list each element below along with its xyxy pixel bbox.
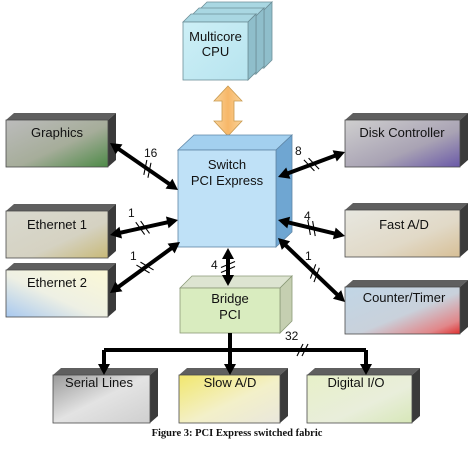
fast-ad-link-head-start: [332, 227, 345, 240]
counter-timer-node: Counter/Timer: [344, 280, 468, 335]
pci-bus-lane-tick-1: [296, 343, 304, 357]
digital-io-link-head-end: [360, 364, 372, 375]
disk-controller-link-head-end: [278, 167, 291, 179]
graphics-link-head-start: [110, 143, 123, 155]
fast-ad-link-line: [286, 220, 337, 236]
switch-bridge-link-lane-tick-1: [220, 260, 236, 269]
ethernet1-node: Ethernet 1: [5, 204, 116, 259]
ethernet1-link-lane-tick-1: [135, 221, 146, 235]
lanes-ethernet1-label: 1: [128, 206, 135, 220]
ethernet1-link-head-start: [110, 226, 123, 239]
disk-controller-link-line: [285, 153, 338, 176]
counter-timer-label: Counter/Timer: [363, 290, 446, 305]
cpu-stack-front: Multicore CPU: [182, 13, 257, 81]
counter-timer-link-lane-tick-1: [313, 267, 320, 283]
fast-ad-link-lane-tick-2: [307, 219, 311, 236]
switch-bridge-link-head-end: [222, 275, 234, 286]
ethernet2-link-head-end: [167, 242, 180, 254]
ethernet2-link-lane-tick-2: [140, 261, 154, 271]
bridge-node: Bridge PCI: [179, 275, 293, 334]
counter-timer-link-head-end: [278, 238, 291, 250]
slow-ad-link-head-end: [224, 364, 236, 375]
ethernet2-link-lane-tick-1: [136, 264, 150, 274]
ethernet1-link-lane-tick-2: [140, 220, 150, 234]
fast-ad-node: Fast A/D: [344, 203, 468, 258]
ethernet2-link-head-start: [110, 281, 123, 293]
lanes-fast-ad-label: 4: [304, 209, 311, 223]
counter-timer-link-lane-tick-2: [309, 264, 317, 279]
serial-lines-label: Serial Lines: [65, 375, 133, 390]
figure-caption: Figure 3: PCI Express switched fabric: [152, 428, 323, 439]
multicore-cpu-node: Multicore CPU: [182, 1, 273, 81]
ethernet1-link-line: [118, 219, 170, 236]
switch-bridge-link-lane-tick-2: [220, 265, 236, 274]
lanes-ethernet2-label: 1: [130, 249, 137, 263]
cpu-switch-link-arrow: [213, 85, 243, 137]
disk-controller-link-head-start: [332, 150, 345, 162]
disk-controller-node: Disk Controller: [344, 113, 468, 168]
lanes-counter-timer-label: 1: [305, 249, 312, 263]
fast-ad-link-lane-tick-1: [312, 220, 316, 237]
graphics-link-lane-tick-2: [147, 162, 152, 178]
fast-ad-label: Fast A/D: [379, 217, 429, 232]
slow-ad-node: Slow A/D: [178, 368, 288, 424]
bridge-label-line1: Bridge: [211, 291, 249, 306]
graphics-node: Graphics: [5, 113, 116, 168]
ethernet2-label: Ethernet 2: [27, 275, 87, 290]
ethernet2-node: Ethernet 2: [5, 263, 116, 318]
graphics-link-lane-tick-1: [143, 159, 148, 176]
lanes-pci-bus-label: 32: [285, 329, 299, 343]
lanes-graphics-label: 16: [144, 146, 158, 160]
fast-ad-link-head-end: [278, 216, 291, 229]
counter-timer-link-head-start: [332, 290, 345, 302]
switch-node: Switch PCI Express: [176, 134, 294, 248]
graphics-link-line: [116, 146, 172, 187]
serial-lines-link-head-end: [98, 364, 110, 375]
serial-lines-node: Serial Lines: [52, 368, 158, 424]
pci-bus-lane-tick-2: [301, 343, 309, 357]
digital-io-node: Digital I/O: [306, 368, 420, 424]
cpu-label-line2: CPU: [202, 44, 229, 59]
ethernet2-link-line: [116, 245, 174, 290]
bridge-label-line2: PCI: [219, 307, 241, 322]
switch-bridge-link-head-start: [222, 248, 234, 259]
link-arrows: [98, 143, 372, 375]
ethernet1-label: Ethernet 1: [27, 217, 87, 232]
switch-label-line1: Switch: [208, 157, 246, 172]
disk-controller-link-lane-tick-2: [303, 159, 315, 172]
ethernet1-link-head-end: [165, 216, 178, 229]
slow-ad-label: Slow A/D: [204, 375, 257, 390]
lanes-disk-controller-label: 8: [295, 144, 302, 158]
graphics-label: Graphics: [31, 125, 84, 140]
digital-io-label: Digital I/O: [327, 375, 384, 390]
graphics-link-head-end: [165, 178, 178, 190]
disk-controller-link-lane-tick-1: [308, 157, 320, 170]
lanes-bridge-label: 4: [211, 258, 218, 272]
counter-timer-link-line: [283, 242, 340, 298]
switch-label-line2: PCI Express: [191, 173, 264, 188]
disk-controller-label: Disk Controller: [359, 125, 445, 140]
cpu-label-line1: Multicore: [189, 29, 242, 44]
